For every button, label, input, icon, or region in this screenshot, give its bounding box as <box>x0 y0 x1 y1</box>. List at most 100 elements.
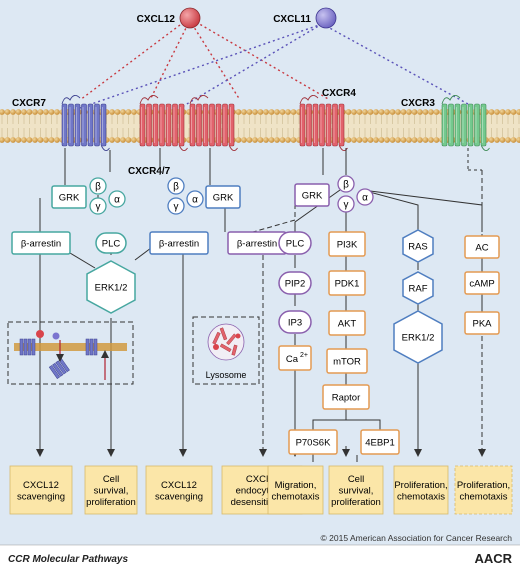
barrestin-cxcr4-label: β-arrestin <box>237 239 277 250</box>
erk-cxcr4: ERK1/2 <box>393 310 443 364</box>
outcome-line: chemotaxis <box>397 491 445 502</box>
p70s6k-label: P70S6K <box>296 438 332 449</box>
grk-cxcr47: GRK <box>205 185 241 209</box>
barrestin-cxcr7: β-arrestin <box>11 231 71 255</box>
barrestin-cxcr7-label: β-arrestin <box>21 239 61 250</box>
cxcr47-receptor-a <box>139 95 188 151</box>
barrestin-cxcr47-label: β-arrestin <box>159 239 199 250</box>
plc-cxcr7: PLC <box>95 232 127 254</box>
outcome-row: CXCL12scavengingCellsurvival,proliferati… <box>9 465 513 515</box>
g-beta-cxcr47: β <box>167 177 185 195</box>
4ebp1-label: 4EBP1 <box>365 438 395 449</box>
g-gamma-cxcr7: γ <box>89 197 107 215</box>
outcome-box-8: Proliferation,chemotaxis <box>454 465 513 515</box>
raf-label: RAF <box>409 284 428 295</box>
diagram-background <box>0 0 520 545</box>
g-gamma-cxcr47-label: γ <box>174 202 179 213</box>
raf: RAF <box>402 271 434 305</box>
outcome-line: CXCL12 <box>161 480 197 491</box>
cxcr7-label: CXCR7 <box>12 98 46 109</box>
outcome-line: desensitization <box>231 497 294 508</box>
receptors <box>61 95 490 151</box>
grk-cxcr4-label: GRK <box>302 191 323 202</box>
outcome-line: scavenging <box>155 491 203 502</box>
pdk1: PDK1 <box>328 270 366 296</box>
outcome-line: chemotaxis <box>459 491 507 502</box>
pip2-cxcr4-label: PIP2 <box>285 279 306 290</box>
cxcl12-ligand <box>179 7 201 29</box>
plc-cxcr4: PLC <box>278 231 312 255</box>
erk-cxcr7-label: ERK1/2 <box>95 283 128 294</box>
4ebp1: 4EBP1 <box>360 429 400 455</box>
outcome-box-7: Proliferation,chemotaxis <box>393 465 449 515</box>
calcium-charge: 2+ <box>300 352 308 359</box>
aacr-logo: AACR <box>474 551 512 566</box>
calcium-label: Ca <box>286 354 299 365</box>
outcome-line: proliferation <box>331 497 381 508</box>
outcome-line: Migration, <box>275 480 317 491</box>
outcome-box-5: Migration,chemotaxis <box>267 465 324 515</box>
journal-title: CCR Molecular Pathways <box>8 554 128 565</box>
camp: cAMP <box>464 271 500 295</box>
receptor-recycling-frame <box>7 321 134 385</box>
outcome-line: Proliferation, <box>394 480 447 491</box>
cxcr3-receptor <box>441 95 490 151</box>
cxcl12-label: CXCL12 <box>137 14 176 25</box>
outcome-line: survival, <box>339 486 374 497</box>
g-gamma-cxcr7-label: γ <box>96 202 101 213</box>
grk-cxcr47-label: GRK <box>213 193 234 204</box>
erk-cxcr7: ERK1/2 <box>86 260 136 314</box>
plc-cxcr7-label: PLC <box>102 239 121 250</box>
g-beta-cxcr7: β <box>89 177 107 195</box>
g-beta-cxcr7-label: β <box>95 182 101 193</box>
g-alpha-cxcr47-label: α <box>192 195 198 206</box>
g-alpha-cxcr47: α <box>186 190 204 208</box>
cxcr7-receptor <box>61 95 110 151</box>
pi3k-label: PI3K <box>337 240 358 251</box>
ip3-cxcr4-label: IP3 <box>288 318 302 329</box>
g-beta-cxcr4: β <box>337 175 355 193</box>
grk-cxcr7-label: GRK <box>59 193 80 204</box>
outcome-line: Cell <box>103 474 119 485</box>
pka: PKA <box>464 311 500 335</box>
camp-label: cAMP <box>469 279 494 290</box>
ac: AC <box>464 235 500 259</box>
outcome-line: CXCR4 <box>246 474 278 485</box>
ligand-binding-lines <box>79 21 469 109</box>
grk-cxcr4: GRK <box>294 183 330 207</box>
outcome-line: survival, <box>94 486 129 497</box>
lysosome-icon <box>207 323 245 361</box>
cxcr47-receptor-b <box>189 95 238 151</box>
g-beta-cxcr47-label: β <box>173 182 179 193</box>
g-alpha-cxcr4: α <box>356 188 374 206</box>
cxcl11-ligand <box>315 7 337 29</box>
mtor: mTOR <box>326 348 368 374</box>
p70s6k: P70S6K <box>288 429 338 455</box>
g-alpha-cxcr4-label: α <box>362 193 368 204</box>
outcome-line: chemotaxis <box>271 491 319 502</box>
pdk1-label: PDK1 <box>335 279 360 290</box>
signaling-connectors <box>36 148 486 462</box>
lysosome-frame <box>192 316 260 385</box>
raptor-label: Raptor <box>332 393 361 404</box>
ip3-cxcr4: IP3 <box>278 310 312 334</box>
outcome-line: Proliferation, <box>457 480 510 491</box>
lysosome-label: Lysosome <box>206 370 247 380</box>
akt: AKT <box>328 310 366 336</box>
ac-label: AC <box>475 243 488 254</box>
pka-label: PKA <box>472 319 492 330</box>
g-alpha-cxcr7-label: α <box>114 195 120 206</box>
barrestin-cxcr47: β-arrestin <box>149 231 209 255</box>
pip2-cxcr4: PIP2 <box>278 271 312 295</box>
erk-cxcr4-label: ERK1/2 <box>402 333 435 344</box>
akt-label: AKT <box>338 319 357 330</box>
ras-label: RAS <box>408 242 428 253</box>
raptor: Raptor <box>322 384 370 410</box>
outcome-line: scavenging <box>17 491 65 502</box>
